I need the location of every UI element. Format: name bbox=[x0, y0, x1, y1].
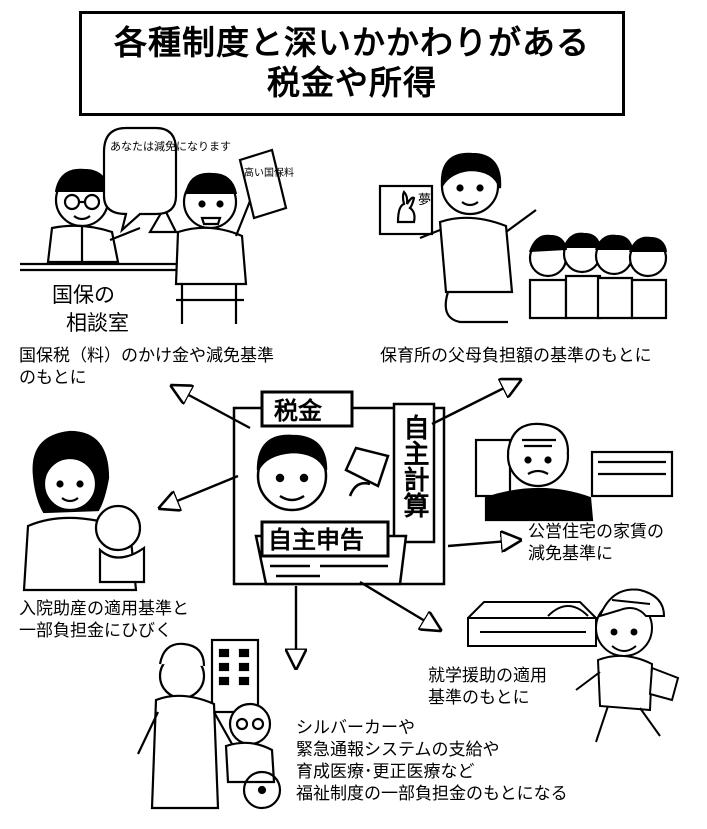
title-box: 各種制度と深いかかわりがある 税金や所得 bbox=[79, 11, 625, 116]
label-housing-line-2: 減免基準に bbox=[528, 544, 613, 564]
housing-scene bbox=[474, 422, 674, 522]
arrow-to-school bbox=[359, 580, 440, 630]
arrow-to-hoikusho bbox=[431, 380, 520, 426]
self-report-sign: 自主申告 bbox=[268, 526, 364, 554]
self-calc-sign: 自主計算 bbox=[399, 413, 429, 518]
nursery-scene bbox=[378, 152, 668, 324]
consultation-scene bbox=[20, 126, 288, 338]
arrow-to-hospital bbox=[160, 474, 239, 508]
label-housing-line-1: 公営住宅の家賃の bbox=[528, 522, 664, 542]
label-welfare-line-3: 育成医療･更正医療など bbox=[296, 762, 475, 782]
title-line-1: 各種制度と深いかかわりがある bbox=[114, 23, 590, 62]
label-welfare-line-1: シルバーカーや bbox=[296, 718, 415, 738]
tax-sign: 税金 bbox=[274, 397, 323, 425]
label-school: 就学援助の適用 基準のもとに bbox=[428, 665, 547, 709]
label-welfare-line-4: 福祉制度の一部負担金のもとになる bbox=[296, 784, 568, 804]
high-premium-paper: 高い国保料 bbox=[244, 166, 294, 179]
center-panel bbox=[232, 390, 446, 586]
picture-card-text: 夢 bbox=[418, 193, 431, 208]
speech-bubble-text: あなたは減免になります bbox=[110, 139, 231, 153]
mother-baby-scene bbox=[22, 430, 146, 592]
arrows bbox=[160, 380, 520, 668]
label-hospital-line-2: 一部負担金にひびく bbox=[19, 621, 172, 641]
label-kokuho-line-2: のもとに bbox=[19, 368, 87, 388]
label-hospital: 入院助産の適用基準と 一部負担金にひびく bbox=[19, 598, 189, 642]
label-welfare-line-2: 緊急通報システムの支給や bbox=[296, 740, 500, 760]
label-kokuho: 国保税（料）のかけ金や減免基準 のもとに bbox=[19, 345, 274, 389]
label-hoikusho: 保育所の父母負担額の基準のもとに bbox=[380, 345, 652, 367]
label-hospital-line-1: 入院助産の適用基準と bbox=[19, 599, 189, 619]
welfare-scene bbox=[137, 638, 282, 810]
label-kokuho-line-1: 国保税（料）のかけ金や減免基準 bbox=[19, 346, 274, 366]
label-welfare: シルバーカーや 緊急通報システムの支給や 育成医療･更正医療など 福祉制度の一部… bbox=[296, 717, 568, 805]
label-school-line-2: 基準のもとに bbox=[428, 688, 530, 708]
label-housing: 公営住宅の家賃の 減免基準に bbox=[528, 521, 664, 565]
title-line-2: 税金や所得 bbox=[267, 63, 437, 102]
room-sign-line-2: 相談室 bbox=[66, 311, 129, 335]
label-hoikusho-line-1: 保育所の父母負担額の基準のもとに bbox=[380, 346, 652, 366]
room-sign-line-1: 国保の bbox=[52, 283, 115, 307]
arrow-to-kokuho bbox=[172, 386, 251, 430]
school-scene bbox=[467, 588, 680, 743]
label-school-line-1: 就学援助の適用 bbox=[428, 666, 547, 686]
arrow-to-housing bbox=[447, 540, 520, 546]
